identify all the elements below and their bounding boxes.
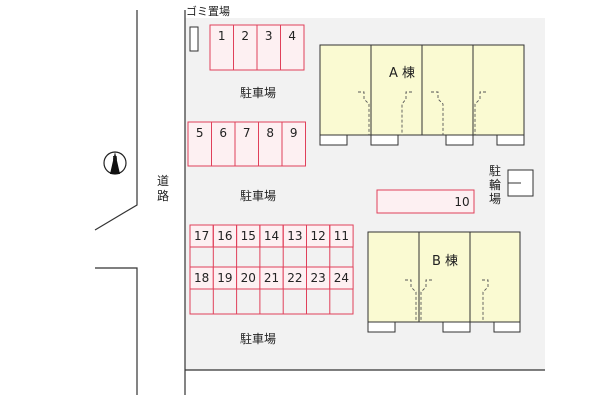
building-b-label: B 棟: [432, 254, 458, 269]
parking-number-8: 8: [266, 126, 274, 140]
parking-number-19: 19: [217, 271, 232, 285]
parking-number-9: 9: [290, 126, 298, 140]
parking-number-23: 23: [311, 271, 326, 285]
parking-number-6: 6: [219, 126, 227, 140]
parking-row2: 5 6 7 8 9: [187, 121, 306, 167]
parking-number-4: 4: [288, 29, 296, 43]
parking-number-22: 22: [287, 271, 302, 285]
compass-label: N: [112, 155, 117, 163]
parking-number-18: 18: [194, 271, 209, 285]
building-a-label: A 棟: [389, 66, 415, 81]
road-edge-lower: [95, 267, 138, 395]
parking-number-5: 5: [196, 126, 204, 140]
compass-icon: N: [103, 151, 127, 175]
parking-label-bottom: 駐車場: [240, 331, 276, 346]
parking-number-17: 17: [194, 229, 209, 243]
road-label-1: 道: [157, 174, 169, 188]
parking-number-1: 1: [218, 29, 226, 43]
parking-number-12: 12: [311, 229, 326, 243]
parking-space-9: [281, 121, 306, 167]
parking-number-10: 10: [454, 195, 469, 209]
parking-number-3: 3: [265, 29, 273, 43]
bike-label-2: 輪: [489, 177, 501, 192]
bike-label-3: 場: [489, 192, 501, 206]
parking-number-11: 11: [334, 229, 349, 243]
building-b: [367, 231, 521, 333]
parking-space-10: [376, 189, 475, 214]
parking-number-24: 24: [334, 271, 349, 285]
bike-label-1: 駐: [489, 163, 501, 178]
parking-space-24: [329, 266, 354, 290]
garbage-label: ゴミ置場: [186, 4, 230, 18]
parking-row4: 18 19 20 21 22 23 24: [189, 266, 354, 290]
parking-label-top: 駐車場: [240, 85, 276, 100]
garbage-box: [189, 26, 199, 52]
parking-label-mid: 駐車場: [240, 188, 276, 203]
parking-number-14: 14: [264, 229, 279, 243]
parking-row1: 1 2 3 4: [209, 24, 305, 71]
parking-number-15: 15: [241, 229, 256, 243]
parking-number-2: 2: [241, 29, 249, 43]
road-label-2: 路: [157, 188, 169, 203]
parking-number-7: 7: [243, 126, 251, 140]
parking-number-20: 20: [241, 271, 256, 285]
road-edge-upper: [94, 10, 138, 231]
building-a: [319, 44, 525, 146]
parking-space-4: [280, 24, 305, 71]
parking-number-13: 13: [287, 229, 302, 243]
parking-number-21: 21: [264, 271, 279, 285]
parking-number-16: 16: [217, 229, 232, 243]
